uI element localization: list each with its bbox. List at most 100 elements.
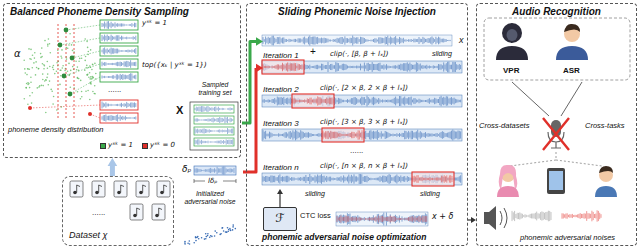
blocked-cross bbox=[543, 118, 569, 150]
task-label: ASR bbox=[563, 66, 580, 75]
user-hair bbox=[564, 24, 580, 32]
density-point bbox=[75, 61, 77, 63]
sample-box bbox=[100, 33, 138, 43]
density-point bbox=[86, 74, 88, 76]
connector bbox=[277, 189, 283, 207]
density-point bbox=[94, 85, 96, 87]
density-point bbox=[36, 67, 38, 69]
waveform bbox=[102, 73, 136, 81]
density-point bbox=[29, 95, 31, 97]
arrowhead bbox=[256, 37, 263, 45]
density-point bbox=[45, 112, 47, 114]
note-symbol bbox=[117, 191, 121, 195]
density-point bbox=[71, 44, 73, 46]
sample-box bbox=[100, 59, 138, 69]
density-point bbox=[42, 73, 44, 75]
density-point bbox=[48, 84, 50, 86]
density-point bbox=[92, 91, 94, 93]
density-point bbox=[56, 109, 58, 111]
node-text: Balanced Phoneme Density Sampling bbox=[10, 6, 189, 18]
noise-point bbox=[214, 235, 216, 237]
noise-point bbox=[209, 236, 211, 238]
noise-point bbox=[219, 234, 221, 236]
noise-point bbox=[195, 236, 197, 238]
density-point bbox=[92, 64, 94, 66]
waveform bbox=[195, 128, 233, 134]
density-point bbox=[49, 66, 51, 68]
density-point bbox=[32, 67, 34, 69]
noise-point bbox=[225, 231, 227, 233]
note-symbol bbox=[139, 191, 143, 195]
selected-point bbox=[70, 56, 75, 61]
density-point bbox=[94, 63, 96, 65]
spread-line bbox=[510, 152, 602, 166]
note-symbol bbox=[155, 214, 159, 218]
density-point bbox=[47, 45, 49, 47]
sound-wave bbox=[500, 208, 507, 228]
density-point bbox=[51, 90, 53, 92]
density-point bbox=[50, 89, 52, 91]
person-hair bbox=[599, 166, 613, 173]
selected-point bbox=[58, 43, 63, 48]
sample-box bbox=[100, 113, 138, 123]
density-point bbox=[44, 80, 46, 82]
density-point bbox=[84, 69, 86, 71]
density-point bbox=[49, 80, 51, 82]
density-point bbox=[78, 60, 80, 62]
noise-point bbox=[205, 238, 207, 240]
leader-line bbox=[30, 105, 100, 108]
noise-point bbox=[195, 240, 197, 242]
density-point bbox=[31, 102, 33, 104]
sampled-set: Sampled training set bbox=[191, 81, 242, 151]
task-label: VPR bbox=[503, 66, 519, 75]
density-point bbox=[27, 82, 29, 84]
density-point bbox=[41, 85, 43, 87]
density-point bbox=[72, 66, 74, 68]
formula: clip(·, [β, β + lₓ]) bbox=[330, 50, 389, 58]
waveform bbox=[195, 139, 233, 144]
density-point bbox=[70, 70, 72, 72]
density-point bbox=[29, 69, 31, 71]
density-point bbox=[53, 69, 55, 71]
audio-file-icon bbox=[92, 181, 105, 197]
density-point bbox=[84, 60, 86, 62]
density-window-line bbox=[58, 24, 59, 120]
selected-point bbox=[68, 92, 73, 97]
dataset-box: Dataset χ bbox=[62, 176, 174, 246]
noise-point bbox=[211, 236, 213, 238]
density-point bbox=[68, 75, 70, 77]
density-point bbox=[94, 93, 96, 95]
density-point bbox=[47, 44, 49, 46]
density-point bbox=[27, 68, 29, 70]
density-point bbox=[34, 57, 36, 59]
density-point bbox=[30, 58, 32, 60]
note: sliding bbox=[420, 190, 440, 198]
noise-point bbox=[216, 232, 218, 234]
density-point bbox=[90, 76, 92, 78]
noise-point bbox=[207, 233, 209, 235]
legend-text: yˣᵏ = 1 bbox=[108, 141, 133, 149]
density-point bbox=[80, 98, 82, 100]
density-point bbox=[81, 91, 83, 93]
output-bar bbox=[336, 212, 428, 226]
note: Cross-datasets bbox=[479, 122, 529, 131]
density-point bbox=[59, 70, 61, 72]
leader-line bbox=[64, 64, 100, 76]
density-point bbox=[29, 87, 31, 89]
density-point bbox=[89, 78, 91, 80]
density-point bbox=[67, 48, 69, 50]
node-text: Sampled training set bbox=[191, 81, 239, 97]
waveform bbox=[413, 175, 452, 183]
noise-point bbox=[232, 226, 234, 228]
density-point bbox=[39, 85, 41, 87]
waveform bbox=[102, 102, 136, 109]
density-point bbox=[60, 69, 62, 71]
section-caption: phonemic adversarial noise optimization bbox=[262, 233, 426, 243]
waveform bbox=[293, 96, 332, 105]
noise-point bbox=[184, 243, 186, 245]
noise-window bbox=[412, 172, 454, 186]
sample-box bbox=[100, 72, 138, 82]
note: Cross-tasks bbox=[585, 122, 625, 131]
connector-line bbox=[243, 68, 256, 172]
density-point bbox=[24, 98, 26, 100]
